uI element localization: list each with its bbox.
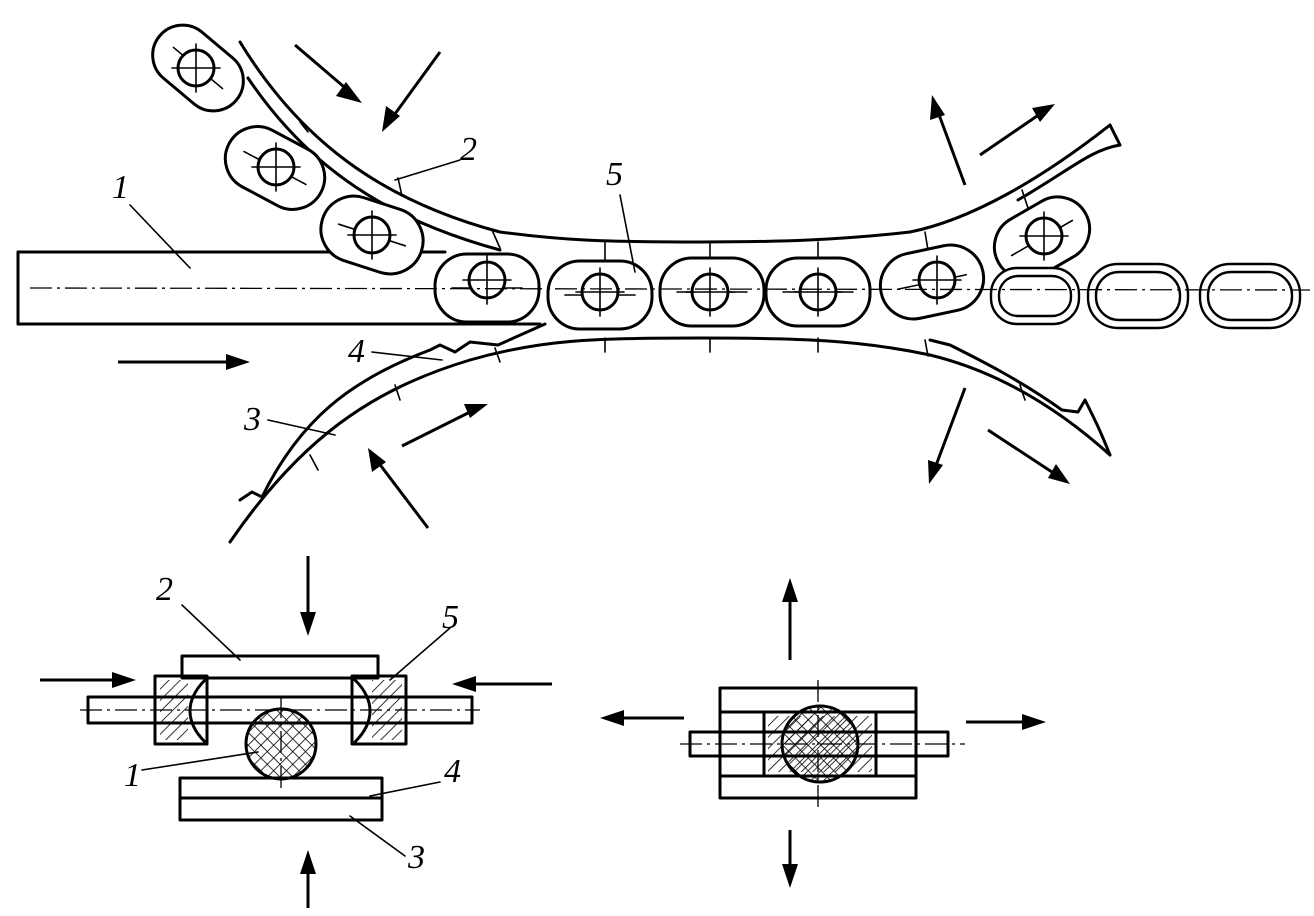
top-view: 1 2 5 4 3 bbox=[16, 23, 1311, 544]
section-closed: 2 5 1 4 3 bbox=[40, 556, 552, 908]
pin-icon bbox=[347, 210, 397, 260]
pin-markers bbox=[171, 43, 1069, 317]
arrow-icon bbox=[987, 428, 1070, 484]
pin-icon bbox=[575, 267, 625, 317]
arrow-icon bbox=[966, 714, 1046, 730]
label-lower-groove: 4 bbox=[444, 753, 461, 790]
pin-icon bbox=[171, 43, 221, 93]
lower-die-chain bbox=[228, 322, 1112, 544]
label-rod: 1 bbox=[112, 169, 129, 206]
upper-die-chain bbox=[238, 40, 1122, 261]
arrow-icon bbox=[979, 104, 1055, 157]
label-lower-die: 3 bbox=[243, 401, 261, 438]
pin-icon bbox=[793, 267, 843, 317]
callouts: 1 2 5 4 3 bbox=[112, 131, 636, 438]
arrow-icon bbox=[600, 710, 684, 726]
finished-link bbox=[989, 266, 1081, 326]
pin-icon bbox=[1019, 211, 1069, 261]
label-rod: 1 bbox=[124, 757, 141, 794]
label-link: 5 bbox=[442, 599, 459, 636]
label-upper-die: 2 bbox=[460, 131, 477, 168]
arrow-icon bbox=[782, 830, 798, 888]
arrow-icon bbox=[452, 676, 552, 692]
label-link: 5 bbox=[606, 156, 623, 193]
arrow-icon bbox=[294, 43, 362, 103]
label-upper-die: 2 bbox=[156, 571, 173, 608]
label-lower-groove: 4 bbox=[348, 333, 365, 370]
arrow-icon bbox=[928, 387, 967, 484]
finished-link bbox=[1198, 262, 1302, 330]
arrow-icon bbox=[782, 578, 798, 660]
pin-icon bbox=[251, 142, 301, 192]
arrow-icon bbox=[401, 404, 488, 448]
label-lower-die: 3 bbox=[407, 839, 425, 876]
motion-arrows bbox=[118, 43, 1070, 529]
arrow-icon bbox=[118, 354, 250, 370]
arrow-icon bbox=[40, 672, 136, 688]
arrow-icon bbox=[368, 448, 430, 529]
arrow-icon bbox=[300, 556, 316, 636]
arrow-icon bbox=[300, 850, 316, 908]
finished-link bbox=[1086, 262, 1190, 330]
pin-icon bbox=[685, 267, 735, 317]
upper-die bbox=[180, 654, 380, 680]
center-line bbox=[29, 287, 1311, 291]
arrow-icon bbox=[382, 51, 442, 132]
arrow-icon bbox=[930, 95, 967, 186]
section-open bbox=[600, 578, 1046, 888]
